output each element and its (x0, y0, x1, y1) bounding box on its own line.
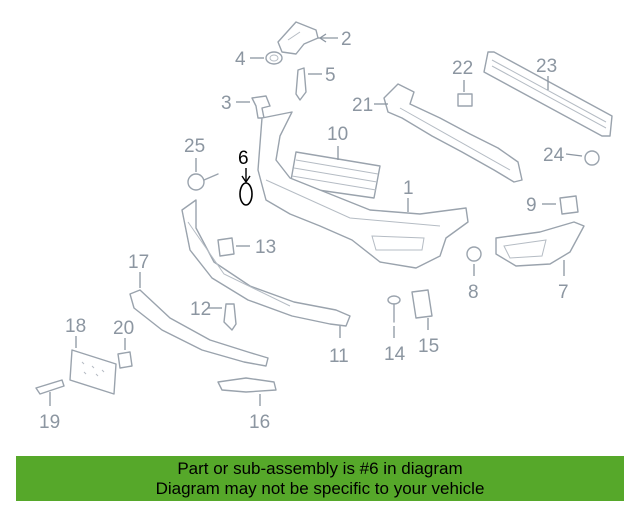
callout-19: 19 (39, 412, 60, 433)
part-23-reinforcement (483, 51, 613, 137)
callout-12: 12 (190, 299, 211, 320)
part-22-clip (457, 93, 473, 107)
callout-25: 25 (184, 136, 205, 157)
callout-15: 15 (418, 336, 439, 357)
callout-7: 7 (558, 282, 569, 303)
callout-17: 17 (128, 252, 149, 273)
callout-24: 24 (543, 145, 565, 166)
part-5-pin (295, 67, 307, 101)
part-2-bracket (277, 21, 319, 55)
callout-6: 6 (238, 148, 249, 169)
callout-11: 11 (329, 346, 349, 367)
part-11-valance (181, 199, 351, 327)
info-banner: Part or sub-assembly is #6 in diagram Di… (16, 456, 624, 501)
callout-18: 18 (65, 316, 86, 337)
part-9-clip (559, 195, 579, 215)
part-19-screw (35, 379, 65, 395)
callout-23: 23 (536, 56, 557, 77)
banner-line-1: Part or sub-assembly is #6 in diagram (177, 459, 463, 478)
callout-3: 3 (221, 93, 232, 114)
part-14-pin (387, 295, 401, 323)
part-13-clip (217, 237, 235, 257)
part-20-clip (117, 351, 133, 369)
callout-20: 20 (113, 318, 134, 339)
leader-6-arrow (241, 175, 251, 184)
callout-21: 21 (352, 95, 373, 116)
callout-16: 16 (249, 412, 270, 433)
part-21-absorber (383, 83, 523, 183)
callout-9: 9 (526, 195, 537, 216)
part-1-bumper-cover (257, 111, 469, 269)
part-3-bolt (251, 95, 271, 119)
part-18-plate-bracket (69, 349, 117, 395)
part-12-bolt (223, 303, 237, 331)
part-15-bracket (411, 289, 433, 319)
part-4-clip (265, 51, 283, 65)
leader-24 (565, 153, 583, 157)
callout-8: 8 (468, 282, 479, 303)
parts-diagram: 2 4 5 3 22 23 21 10 (35, 21, 613, 433)
banner-line-2: Diagram may not be specific to your vehi… (155, 479, 485, 498)
callout-1: 1 (403, 178, 414, 199)
callout-14: 14 (384, 344, 406, 365)
part-24-bolt (584, 150, 600, 166)
callout-4: 4 (235, 49, 246, 70)
part-17-deflector (129, 289, 269, 367)
part-25-fastener (187, 173, 219, 191)
callout-5: 5 (325, 65, 336, 86)
callout-10: 10 (327, 124, 348, 145)
part-7-bezel (495, 221, 585, 267)
callout-2: 2 (341, 29, 352, 50)
part-8-bolt (466, 246, 482, 262)
part-6-highlighted (239, 182, 253, 206)
part-16-trim (217, 377, 277, 393)
callout-13: 13 (255, 237, 276, 258)
leader-2-arrow (318, 33, 327, 43)
callout-22: 22 (452, 58, 473, 79)
